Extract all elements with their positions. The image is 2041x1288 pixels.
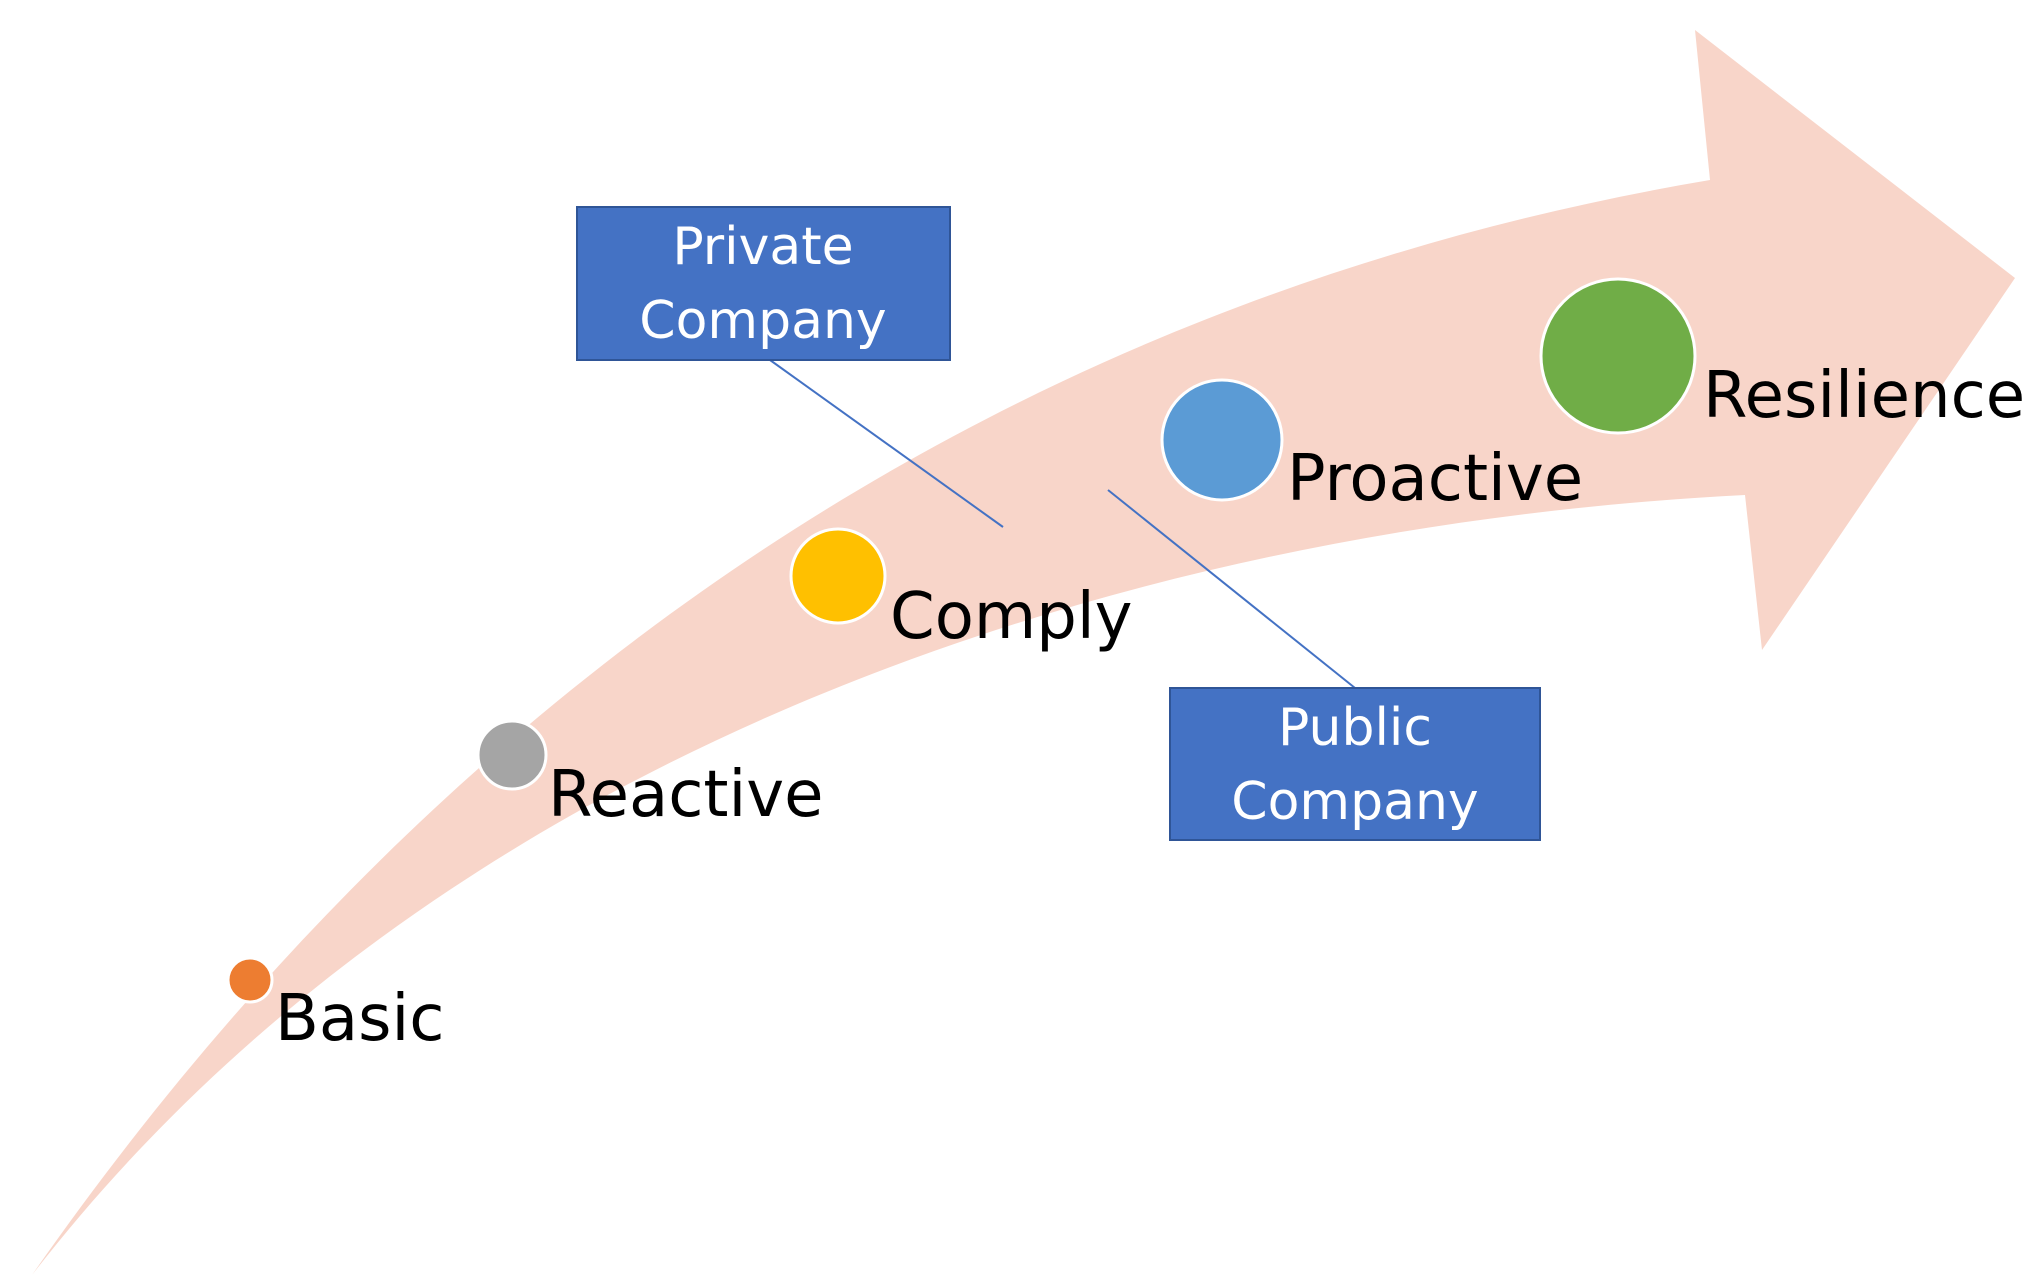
private-company-callout: Private Company bbox=[576, 206, 951, 361]
stage-marker-resilience bbox=[1539, 277, 1697, 435]
stage-label-comply: Comply bbox=[890, 580, 1132, 654]
public-company-box bbox=[1169, 687, 1541, 841]
private-company-line1: Private bbox=[672, 217, 853, 277]
stage-marker-reactive bbox=[476, 719, 548, 791]
stage-label-basic: Basic bbox=[275, 982, 444, 1056]
growth-arrow bbox=[32, 30, 2015, 1275]
public-company-line1: Public bbox=[1278, 698, 1432, 758]
stage-marker-basic bbox=[226, 956, 274, 1004]
stage-label-reactive: Reactive bbox=[548, 758, 824, 832]
stage-marker-comply bbox=[789, 527, 887, 625]
public-company-connector bbox=[1107, 489, 1356, 689]
stage-label-resilience: Resilience bbox=[1703, 359, 2025, 433]
private-company-line2: Company bbox=[639, 291, 886, 351]
stage-label-proactive: Proactive bbox=[1287, 442, 1583, 516]
stage-marker-proactive bbox=[1160, 378, 1284, 502]
public-company-line2: Company bbox=[1231, 772, 1478, 832]
public-company-callout: Public Company bbox=[1169, 687, 1541, 841]
private-company-connector bbox=[769, 359, 1004, 528]
private-company-box bbox=[576, 206, 951, 361]
